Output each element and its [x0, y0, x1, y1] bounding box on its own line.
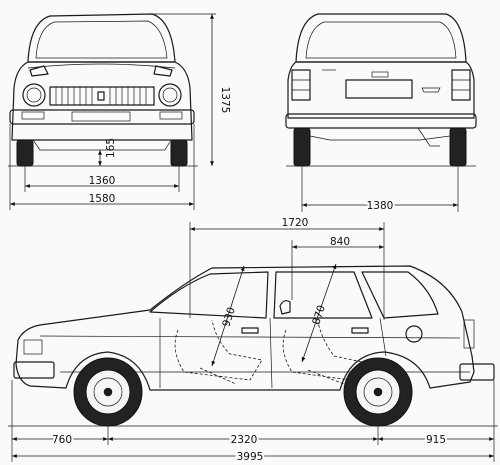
front-left-tire	[16, 139, 34, 167]
front-bumper	[9, 109, 195, 125]
front-right-tire	[170, 139, 188, 167]
front-grille	[49, 86, 155, 106]
ground-clearance-label: 165	[105, 138, 117, 158]
front-door-window	[149, 271, 269, 319]
rear-right-tire	[449, 127, 467, 167]
fuel-cap	[405, 325, 423, 343]
height-label: 1375	[219, 87, 231, 114]
rear-door-handle	[351, 327, 369, 334]
rear-view: 1380	[285, 13, 477, 214]
rear-right-taillight	[451, 69, 471, 101]
front-track-label: 1360	[89, 175, 116, 187]
front-view: 165 1375 1360 1580	[8, 13, 231, 210]
front-seat-height-label: 930	[220, 306, 238, 329]
front-width-label: 1580	[89, 193, 116, 205]
side-body-outline	[15, 265, 475, 391]
rear-body-outline	[287, 61, 475, 119]
front-body-outline	[11, 61, 193, 141]
interior-length-label: 1720	[282, 217, 309, 229]
wheelbase-label: 2320	[231, 434, 258, 446]
front-overhang-label: 760	[52, 434, 72, 446]
rear-seat-height-label: 870	[310, 304, 328, 327]
rear-quarter-window	[361, 271, 439, 319]
rear-left-tire	[293, 127, 311, 167]
rear-track-label: 1380	[367, 200, 394, 212]
front-door-handle	[241, 327, 259, 334]
rear-interior-label: 840	[330, 236, 350, 248]
rear-overhang-label: 915	[426, 434, 446, 446]
left-headlight	[22, 83, 46, 107]
rear-window-outline	[295, 13, 467, 63]
side-view: 1720 840 930 870 760 2320 915 3995	[8, 217, 498, 465]
rear-license-plate	[345, 79, 413, 99]
rear-left-taillight	[291, 69, 311, 101]
side-front-bumper	[13, 361, 55, 379]
right-headlight	[158, 83, 182, 107]
rear-bumper	[285, 113, 477, 129]
overall-length-label: 3995	[237, 451, 264, 463]
front-badge	[97, 91, 105, 101]
